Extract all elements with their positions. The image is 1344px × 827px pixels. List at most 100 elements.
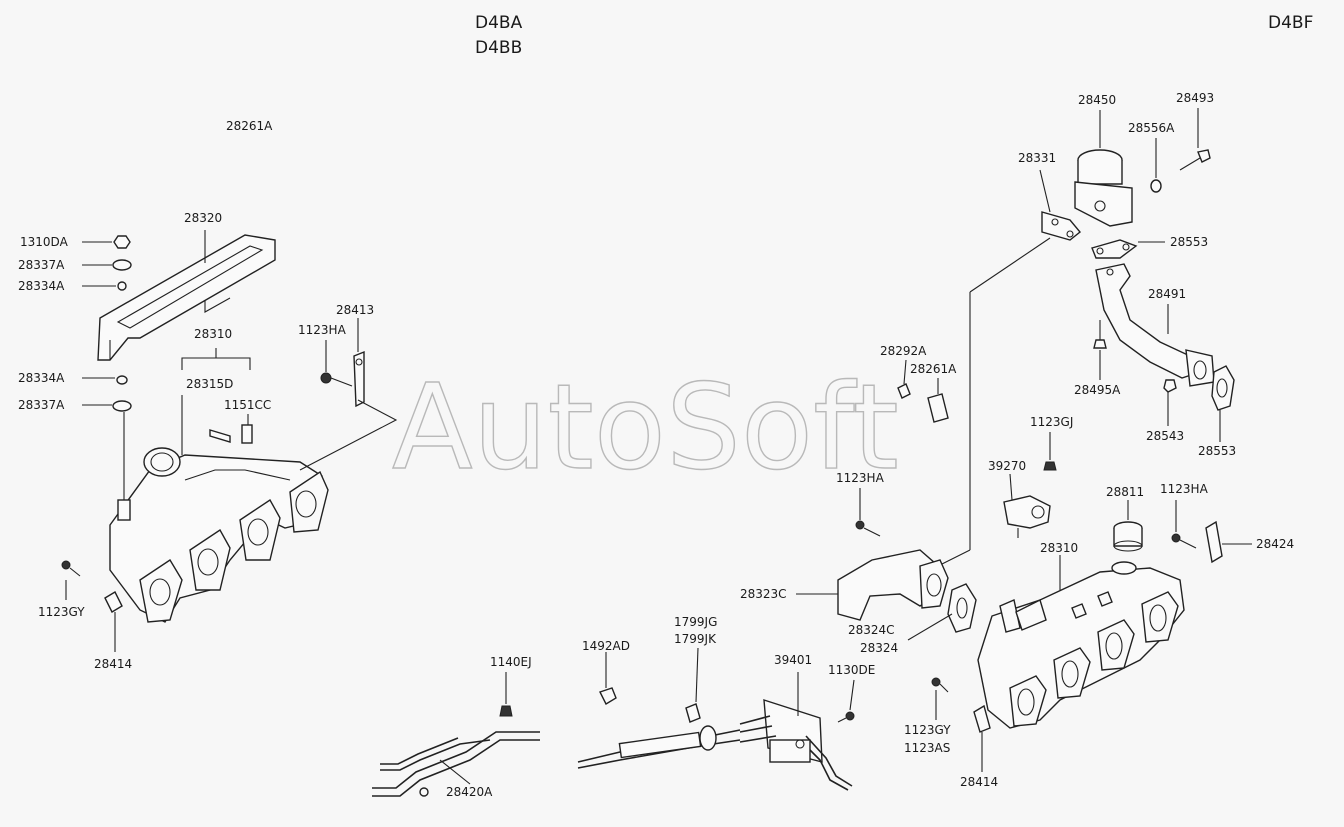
bracket-28414-right [973, 704, 991, 733]
label-28420a: 28420A [446, 785, 493, 799]
label-28337a-bottom: 28337A [18, 398, 65, 412]
egr-pipe-28491 [1095, 263, 1215, 387]
gasket-28324 [947, 583, 977, 633]
bolt-1123ha-right [1171, 533, 1197, 549]
bolt-28493 [1179, 149, 1211, 171]
label-1799jk: 1799JK [674, 632, 717, 646]
label-28450: 28450 [1078, 93, 1116, 107]
bolt-1123ha-mid [855, 520, 881, 537]
label-28310-left: 28310 [194, 327, 232, 341]
gasket-28331 [1041, 211, 1081, 241]
label-1123ha-left: 1123HA [298, 323, 347, 337]
leader-28420a [439, 759, 471, 785]
bolt-1140ej [499, 672, 513, 717]
label-1123gj: 1123GJ [1030, 415, 1073, 429]
bolt-1123gy-right [931, 677, 949, 693]
label-28811: 28811 [1106, 485, 1144, 499]
bolt-1123ha-left [320, 372, 353, 387]
label-28324: 28324 [860, 641, 898, 655]
label-1799jg: 1799JG [674, 615, 717, 629]
leader-28331 [1039, 169, 1051, 213]
label-1151cc: 1151CC [224, 398, 271, 412]
washer-28556a [1150, 179, 1162, 193]
engine-header-d4bb: D4BB [475, 38, 522, 58]
sensor-1151cc [209, 424, 253, 444]
leader-28324 [907, 613, 953, 641]
washer-28334a-bottom [116, 375, 128, 385]
gasket-28553-bottom [1211, 365, 1235, 411]
bracket-28413 [353, 350, 365, 408]
leader-39270 [1009, 473, 1013, 501]
clip-28292a [897, 383, 911, 399]
label-28491: 28491 [1148, 287, 1186, 301]
sensor-39270 [1003, 495, 1051, 538]
bracket-28424 [1205, 520, 1223, 564]
label-1140ej: 1140EJ [490, 655, 532, 669]
nut-1310da [113, 235, 131, 249]
cap-28811 [1113, 521, 1143, 552]
label-39401: 39401 [774, 653, 812, 667]
bracket-28315d [181, 348, 251, 370]
label-28495a: 28495A [1074, 383, 1121, 397]
label-28493: 28493 [1176, 91, 1214, 105]
label-28553-bottom: 28553 [1198, 444, 1236, 458]
label-39270: 39270 [988, 459, 1026, 473]
washer-28337a-top [112, 259, 132, 271]
label-28323c: 28323C [740, 587, 787, 601]
leader-28413-to-manifold [299, 399, 398, 471]
washer-28337a-bottom [112, 400, 132, 412]
label-1310da: 1310DA [20, 235, 69, 249]
label-28553-top: 28553 [1170, 235, 1208, 249]
label-28320: 28320 [184, 211, 222, 225]
gasket-28553-top [1091, 239, 1138, 259]
heat-shield-28320 [97, 234, 276, 361]
clip-1492ad [599, 687, 617, 705]
label-28414-right: 28414 [960, 775, 998, 789]
label-28424: 28424 [1256, 537, 1294, 551]
engine-header-d4ba: D4BA [475, 13, 523, 33]
exhaust-manifold-left [109, 447, 329, 623]
leader-1130de [849, 679, 855, 711]
label-28292a: 28292A [880, 344, 927, 358]
label-28337a-top: 28337A [18, 258, 65, 272]
label-28334a-bottom: 28334A [18, 371, 65, 385]
clip-1799jg [685, 703, 701, 723]
label-28334a-top: 28334A [18, 279, 65, 293]
label-28331: 28331 [1018, 151, 1056, 165]
leader-28331-down [969, 237, 1051, 293]
label-28543: 28543 [1146, 429, 1184, 443]
watermark: AutoSoft [392, 358, 899, 496]
label-28315d: 28315D [186, 377, 233, 391]
actuator-39401 [577, 699, 853, 791]
label-1130de: 1130DE [828, 663, 875, 677]
label-28556a: 28556A [1128, 121, 1175, 135]
bolt-28495a [1093, 320, 1107, 349]
label-1123gy-right: 1123GY [904, 723, 951, 737]
leader-28292a [903, 359, 907, 385]
bolt-1130de [837, 711, 855, 723]
label-28261a-top: 28261A [226, 119, 273, 133]
egr-valve-28450 [1074, 149, 1133, 227]
label-1123as: 1123AS [904, 741, 950, 755]
pipe-28420a [372, 731, 540, 797]
label-1123ha-mid: 1123HA [836, 471, 885, 485]
label-28324c: 28324C [848, 623, 895, 637]
engine-header-d4bf: D4BF [1268, 13, 1313, 33]
label-28261a-right: 28261A [910, 362, 957, 376]
exhaust-manifold-right [977, 561, 1185, 729]
bolt-1123gy-left [61, 560, 81, 577]
washer-28334a-top [117, 281, 127, 291]
label-28310-right: 28310 [1040, 541, 1078, 555]
label-1123gy-left: 1123GY [38, 605, 85, 619]
hose-28261a [927, 393, 949, 423]
label-1123ha-right: 1123HA [1160, 482, 1209, 496]
bracket-28414-left [104, 591, 123, 613]
label-28414-left: 28414 [94, 657, 132, 671]
egr-elbow-28323c [837, 549, 949, 621]
label-28413: 28413 [336, 303, 374, 317]
nut-28543 [1163, 379, 1177, 393]
bolt-1123gj [1043, 432, 1057, 471]
label-1492ad: 1492AD [582, 639, 630, 653]
